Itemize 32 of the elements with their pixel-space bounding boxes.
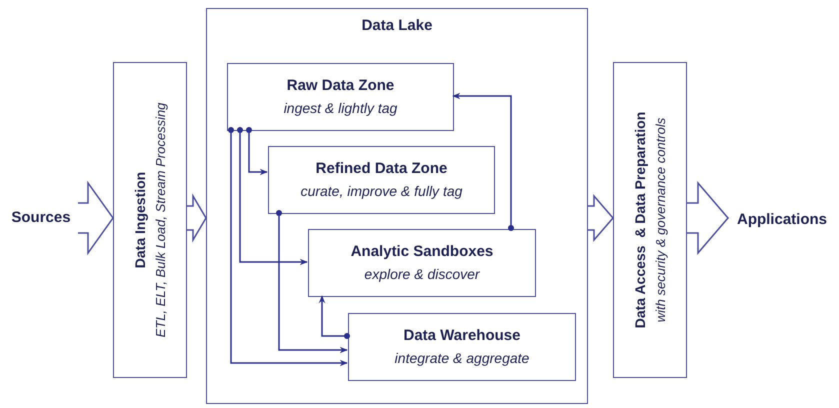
zone-description: integrate & aggregate	[394, 350, 530, 367]
flow-arrow	[276, 210, 348, 354]
endpoint-label: Sources	[11, 209, 71, 227]
zone-box	[227, 63, 454, 131]
zone-description: curate, improve & fully tag	[300, 183, 462, 200]
zone-title: Analytic Sandboxes	[350, 243, 494, 262]
zone-box	[268, 146, 495, 214]
block-arrow	[77, 180, 114, 256]
zone-description: ingest & lightly tag	[284, 100, 398, 117]
zone-title: Refined Data Zone	[316, 160, 448, 178]
flow-arrow	[318, 295, 350, 339]
zone-title: Data Warehouse	[404, 327, 520, 346]
stage-title: Data Access & Data Preparation	[632, 112, 649, 328]
block-arrow	[186, 193, 207, 243]
block-arrow	[686, 180, 729, 256]
stage-description: with security & governance controls	[652, 118, 668, 322]
zone-box	[348, 313, 576, 381]
group-frame	[206, 8, 588, 404]
flow-arrow	[246, 127, 268, 176]
stage-box	[613, 62, 687, 378]
flow-arrow	[452, 92, 514, 231]
block-arrow	[587, 194, 614, 242]
flow-arrow	[228, 127, 348, 366]
endpoint-label: Applications	[736, 211, 827, 229]
group-title: Data Lake	[362, 17, 432, 35]
stage-description: ETL, ELT, Bulk Load, Stream Processing	[152, 102, 168, 338]
zone-description: explore & discover	[364, 266, 480, 283]
stage-title: Data Ingestion	[132, 172, 149, 268]
stage-box	[113, 62, 187, 378]
flow-arrow	[237, 127, 308, 266]
zone-title: Raw Data Zone	[286, 77, 394, 96]
zone-box	[308, 229, 536, 297]
